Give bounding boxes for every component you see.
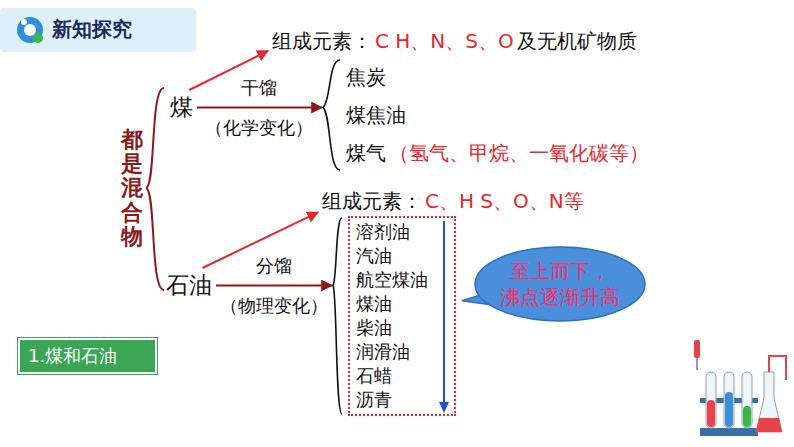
- text-row: 航空煤油: [356, 268, 428, 292]
- node-text: 组成元素：: [272, 28, 372, 55]
- connector-arrow: [216, 285, 332, 287]
- dotted-frame: 溶剂油汽油航空煤油煤油柴油润滑油石蜡沥青: [348, 216, 456, 416]
- node-text: 至上而下， 沸点逐渐升高: [496, 258, 624, 310]
- node-text: 组成元素：: [322, 188, 422, 215]
- product-brace: [322, 58, 340, 172]
- node-text: 煤焦油: [346, 96, 406, 134]
- node-text: 石油: [166, 270, 212, 301]
- edge-label: 干馏 （化学变化）: [200, 68, 319, 148]
- node-text: 沥青: [356, 388, 392, 412]
- callout-bubble: 至上而下， 沸点逐渐升高: [474, 246, 646, 322]
- text-row: 组成元素：C H、N、S、O及无机矿物质: [272, 28, 637, 55]
- text-row: 煤焦油: [346, 96, 649, 134]
- raw-material: 石油: [162, 268, 216, 303]
- raw-material: 煤: [166, 90, 197, 125]
- order-arrow: [437, 218, 451, 414]
- node-text: 煤油: [356, 292, 392, 316]
- text-row: 润滑油: [356, 340, 428, 364]
- grouping-brace: [146, 88, 164, 290]
- text-row: 煤油: [356, 292, 428, 316]
- node-text: 溶剂油: [356, 220, 410, 244]
- vertical-label: 都是混合物: [121, 128, 143, 249]
- section-band: 1.煤和石油: [18, 338, 157, 374]
- node-text: 汽油: [356, 244, 392, 268]
- text-row: 石油: [166, 270, 212, 301]
- bubble-shape: [474, 246, 646, 322]
- text-row: 组成元素：C、H S、O、N等: [322, 188, 584, 215]
- text-row: 焦炭: [346, 58, 649, 96]
- node-text: 及无机矿物质: [517, 28, 637, 55]
- node-text: C H、N、S、O: [375, 28, 514, 55]
- text-row: 煤: [170, 92, 193, 123]
- composition-text: 组成元素：C、H S、O、N等: [318, 186, 588, 217]
- text-row: 煤气（氢气、甲烷、一氧化碳等）: [346, 134, 649, 172]
- node-text: 煤: [170, 92, 193, 123]
- product-brace: [332, 216, 342, 416]
- text-row: 汽油: [356, 244, 428, 268]
- node-text: 石蜡: [356, 364, 392, 388]
- connector-arrow: [197, 107, 322, 109]
- product-group: 焦炭煤焦油煤气（氢气、甲烷、一氧化碳等）: [322, 58, 649, 172]
- node-text: 航空煤油: [356, 268, 428, 292]
- node-text: 柴油: [356, 316, 392, 340]
- dropper-icon: [694, 340, 700, 370]
- composition-text: 组成元素：C H、N、S、O及无机矿物质: [268, 26, 641, 57]
- node-text: 1.煤和石油: [28, 344, 117, 368]
- text-row: 溶剂油: [356, 220, 428, 244]
- node-text: 润滑油: [356, 340, 410, 364]
- text-row: 沥青: [356, 388, 428, 412]
- text-row: 柴油: [356, 316, 428, 340]
- header-tab: [0, 8, 196, 52]
- lab-glassware: [700, 356, 786, 436]
- node-text: 煤气: [346, 134, 386, 172]
- text-row: 1.煤和石油: [28, 344, 117, 368]
- fraction-box: 溶剂油汽油航空煤油煤油柴油润滑油石蜡沥青: [332, 216, 456, 416]
- node-text: 焦炭: [346, 58, 386, 96]
- logo-icon: [17, 17, 43, 43]
- edge-label: 分馏 （物理变化）: [215, 246, 334, 326]
- text-row: 至上而下， 沸点逐渐升高: [496, 258, 624, 310]
- page-title: 新知探究: [52, 16, 132, 43]
- node-text: C、H S、O、N等: [425, 188, 584, 215]
- text-row: 石蜡: [356, 364, 428, 388]
- node-text: （氢气、甲烷、一氧化碳等）: [389, 134, 649, 172]
